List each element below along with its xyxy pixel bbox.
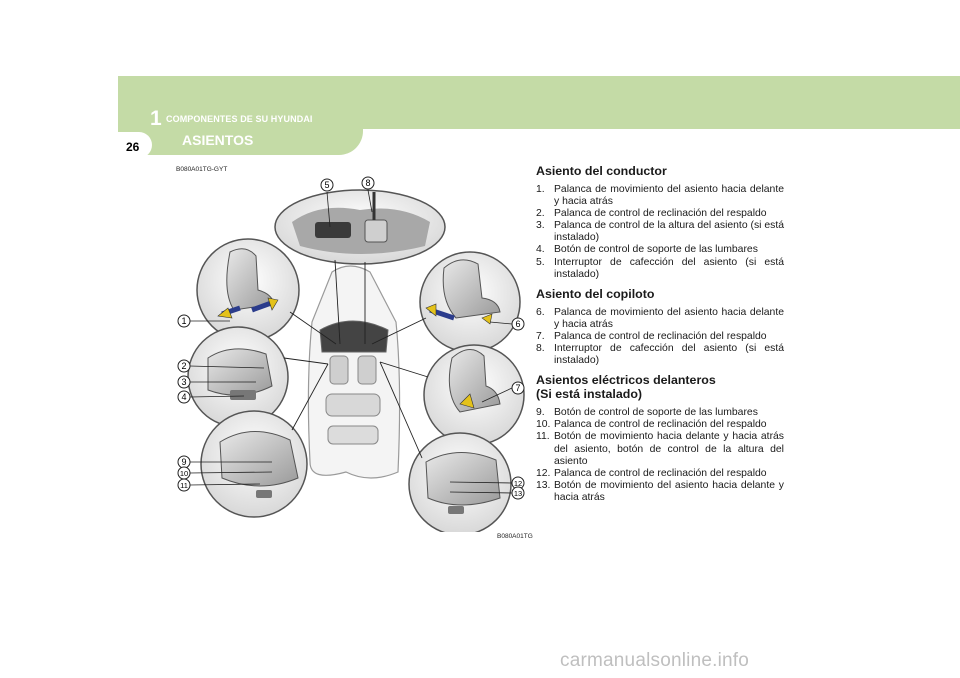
list-item: 5.Interruptor de cafección del asiento (… [536, 256, 784, 280]
svg-text:11: 11 [180, 481, 188, 490]
driver-seat-side-closeup [187, 326, 289, 428]
chapter-number: 1 [150, 107, 162, 130]
leader-lines [189, 189, 513, 494]
seats-diagram: 1 2 3 4 5 6 7 8 9 10 11 12 13 [177, 176, 525, 532]
passenger-seat-heading: Asiento del copiloto [536, 286, 655, 301]
svg-text:7: 7 [515, 383, 520, 393]
callout-6: 6 [511, 317, 525, 331]
watermark: carmanualsonline.info [560, 650, 750, 671]
list-item: 13.Botón de movimiento del asiento hacia… [536, 479, 784, 503]
callout-1: 1 [177, 314, 191, 328]
passenger-seat-list: 6.Palanca de movimiento del asiento haci… [536, 307, 784, 367]
callout-9: 9 [177, 455, 191, 469]
driver-seat-heading: Asiento del conductor [536, 164, 667, 178]
console-closeup [274, 189, 446, 265]
list-item: 9.Botón de control de soporte de las lum… [536, 407, 758, 419]
svg-text:10: 10 [180, 469, 188, 478]
svg-text:13: 13 [514, 489, 522, 498]
list-item: 10.Palanca de control de reclinación del… [536, 419, 767, 431]
list-item: 1.Palanca de movimiento del asiento haci… [536, 184, 784, 208]
list-item: 11.Botón de movimiento hacia delante y h… [536, 431, 784, 467]
svg-text:4: 4 [181, 392, 186, 402]
power-seat-driver-closeup [200, 410, 308, 518]
power-seats-heading: Asientos eléctricos delanteros(Si está i… [536, 373, 716, 402]
svg-text:12: 12 [514, 479, 522, 488]
list-item: 2.Palanca de control de reclinación del … [536, 208, 767, 220]
section-title: ASIENTOS [182, 132, 254, 148]
passenger-seat-closeup [419, 251, 521, 353]
list-item: 7.Palanca de control de reclinación del … [536, 330, 767, 342]
svg-text:1: 1 [181, 316, 186, 326]
svg-text:2: 2 [181, 361, 186, 371]
callout-8: 8 [361, 176, 375, 190]
passenger-recline-closeup [423, 344, 525, 446]
callout-13: 13 [511, 486, 525, 500]
header-band [118, 76, 960, 129]
figure-code-bottom: B080A01TG [497, 533, 533, 540]
page-number: 26 [126, 140, 140, 154]
list-item: 3.Palanca de control de la altura del as… [536, 220, 784, 244]
figure-code-top: B080A01TG-GYT [176, 166, 228, 173]
driver-seat-list: 1.Palanca de movimiento del asiento haci… [536, 184, 784, 281]
callout-2: 2 [177, 359, 191, 373]
list-item: 4.Botón de control de soporte de las lum… [536, 244, 758, 256]
connector-lines [283, 259, 429, 459]
chapter-title: COMPONENTES DE SU HYUNDAI [166, 114, 313, 124]
page-number-tab [118, 132, 152, 158]
callout-7: 7 [511, 381, 525, 395]
svg-text:8: 8 [365, 178, 370, 188]
list-item: 6.Palanca de movimiento del asiento haci… [536, 306, 784, 330]
callout-11: 11 [177, 478, 191, 492]
list-item: 12.Palanca de control de reclinación del… [536, 467, 767, 479]
driver-seat-closeup [196, 238, 300, 342]
callout-4: 4 [177, 390, 191, 404]
list-item: 8.Interruptor de cafección del asiento (… [536, 343, 784, 367]
callout-5: 5 [320, 178, 334, 192]
svg-text:3: 3 [181, 377, 186, 387]
svg-text:5: 5 [324, 180, 329, 190]
svg-text:6: 6 [515, 319, 520, 329]
section-tab [118, 129, 363, 155]
callout-10: 10 [177, 466, 191, 480]
text-column: Asiento del conductor 1.Palanca de movim… [536, 164, 784, 504]
car-outline [307, 265, 401, 479]
power-seats-list: 9.Botón de control de soporte de las lum… [536, 407, 784, 504]
svg-text:9: 9 [181, 457, 186, 467]
callout-3: 3 [177, 375, 191, 389]
